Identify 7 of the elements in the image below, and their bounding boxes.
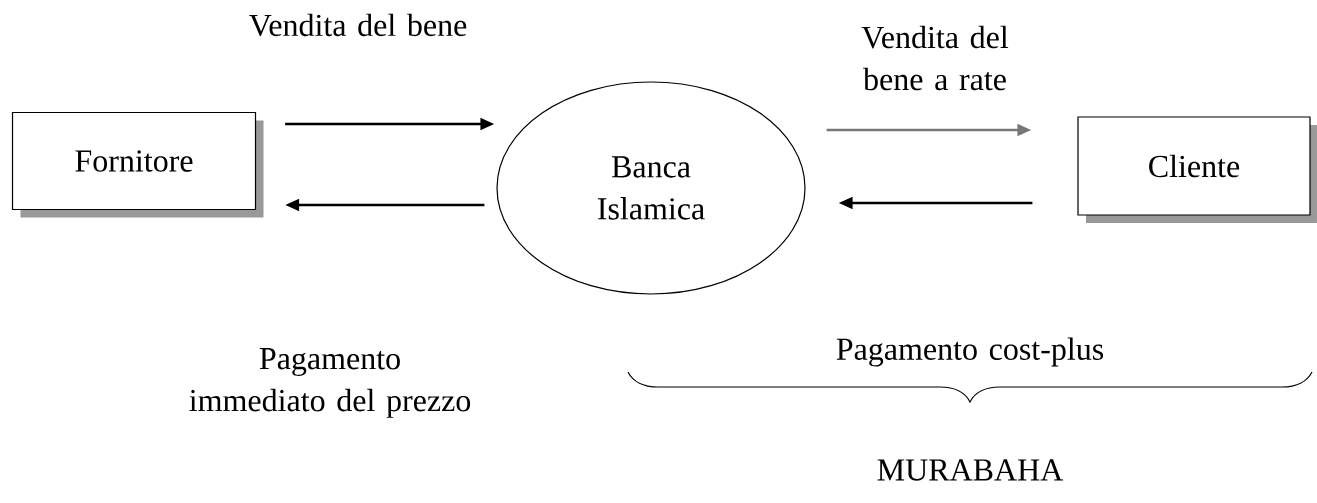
- group-label: MURABAHA: [877, 459, 1064, 481]
- process-box: Fornitore: [11, 111, 264, 218]
- edge-label: Vendita del bene a rate: [861, 25, 1009, 91]
- edge-label: Vendita del bene: [249, 13, 467, 37]
- edge-label: Pagamento immediato del prezzo: [189, 348, 471, 418]
- edge-label: Pagamento cost-plus: [836, 337, 1104, 367]
- process-box: Cliente: [1077, 116, 1317, 223]
